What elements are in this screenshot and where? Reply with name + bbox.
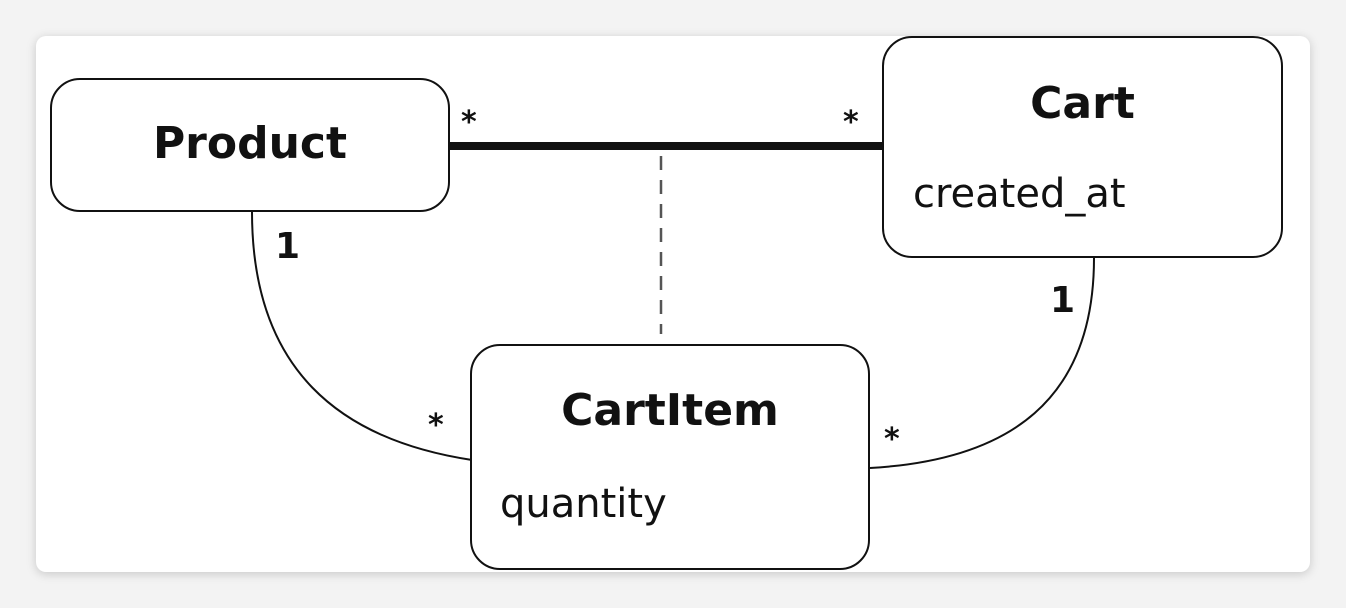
cart-created-at-attribute: created_at [913, 171, 1126, 217]
cart-entity[interactable]: Cart created_at [882, 36, 1283, 258]
multiplicity-product-cartitem-cartitem-end: * [428, 408, 444, 443]
product-cartitem-relationship [251, 211, 473, 461]
multiplicity-cart-cartitem-cart-end: 1 [1050, 280, 1076, 321]
product-entity[interactable]: Product [50, 78, 450, 212]
multiplicity-cart-cartitem-cartitem-end: * [884, 422, 900, 457]
product-entity-title: Product [152, 118, 348, 169]
multiplicity-product-cart-cart-end: * [843, 105, 859, 140]
cartitem-quantity-attribute: quantity [500, 481, 667, 527]
cart-cartitem-relationship [869, 257, 1095, 469]
cartitem-entity[interactable]: CartItem quantity [470, 344, 870, 570]
multiplicity-product-cartitem-product-end: 1 [275, 226, 301, 267]
cart-entity-title: Cart [1030, 78, 1135, 129]
multiplicity-product-cart-product-end: * [461, 105, 477, 140]
cartitem-entity-title: CartItem [561, 385, 779, 436]
